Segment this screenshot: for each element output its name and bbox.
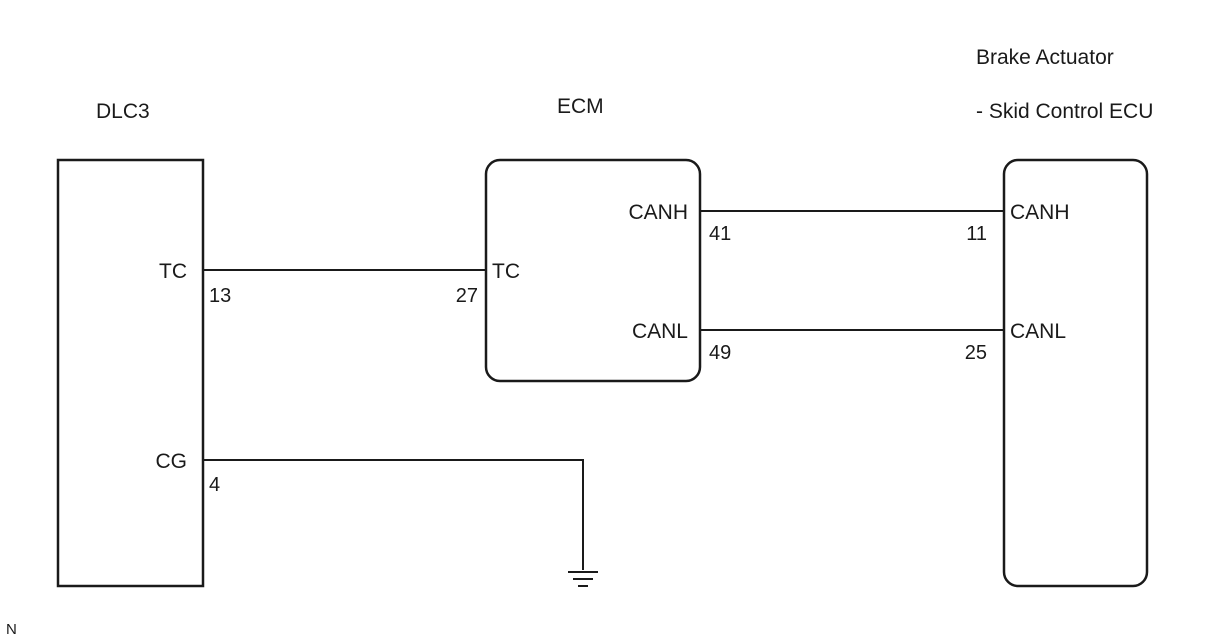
ground-icon bbox=[568, 571, 598, 587]
brake-pin-canh-label: CANH bbox=[1010, 201, 1070, 224]
ecm-pin-tc-number: 27 bbox=[456, 285, 478, 307]
ecm-pin-canl-number: 49 bbox=[709, 342, 731, 364]
ecm-title: ECM bbox=[557, 95, 604, 118]
dlc3-connector bbox=[56, 158, 205, 588]
dlc3-pin-cg-label: CG bbox=[156, 450, 188, 473]
ecm-pin-canh-label: CANH bbox=[628, 201, 688, 224]
footer-mark: N bbox=[6, 621, 17, 638]
brake-actuator-unit bbox=[1002, 158, 1149, 588]
brake-pin-canl-label: CANL bbox=[1010, 320, 1066, 343]
ecm-pin-canl-label: CANL bbox=[632, 320, 688, 343]
skid-control-ecu-title: - Skid Control ECU bbox=[976, 100, 1153, 123]
cg-ground-wire bbox=[203, 459, 584, 570]
ecm-pin-canh-number: 41 bbox=[709, 223, 731, 245]
dlc3-title: DLC3 bbox=[96, 100, 150, 123]
brake-pin-canl-number: 25 bbox=[965, 342, 987, 364]
brake-pin-canh-number: 11 bbox=[966, 223, 987, 245]
dlc3-pin-tc-label: TC bbox=[159, 260, 187, 283]
dlc3-pin-cg-number: 4 bbox=[209, 474, 220, 496]
ecm-pin-tc-label: TC bbox=[492, 260, 520, 283]
dlc3-pin-tc-number: 13 bbox=[209, 285, 231, 307]
brake-actuator-title: Brake Actuator bbox=[976, 46, 1114, 69]
